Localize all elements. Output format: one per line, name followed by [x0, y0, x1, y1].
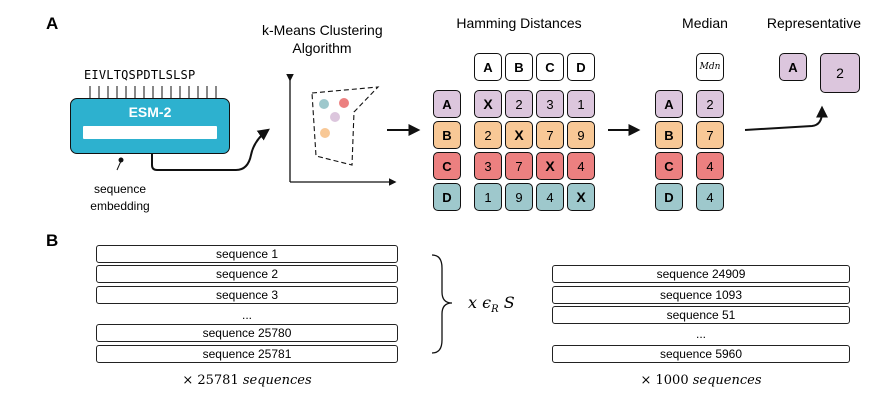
clustering-title-line2: Algorithm	[292, 40, 352, 56]
list-item: sequence 2	[96, 265, 398, 283]
median-value-d: 4	[696, 183, 724, 211]
hamming-cell: 1	[567, 90, 595, 118]
clustering-title: k-Means Clustering Algorithm	[262, 21, 383, 57]
cluster-boundary	[311, 86, 380, 166]
hamming-cell: 4	[567, 152, 595, 180]
hamming-cell: 2	[505, 90, 533, 118]
hamming-cell: 3	[474, 152, 502, 180]
median-row-label-b: B	[655, 121, 683, 149]
hamming-row-label-b: B	[433, 121, 461, 149]
input-sequence: EIVLTQSPDTLSLSP	[84, 68, 196, 82]
hamming-row-label-d: D	[433, 183, 461, 211]
hamming-row-label-a: A	[433, 90, 461, 118]
representative-value: 2	[820, 53, 860, 93]
hamming-cell: 9	[505, 183, 533, 211]
hamming-row-label-c: C	[433, 152, 461, 180]
hamming-cell: 4	[536, 183, 564, 211]
cluster-point-d	[319, 99, 329, 109]
hamming-cell: 2	[474, 121, 502, 149]
sampling-variable: x	[468, 293, 478, 312]
left-count: × 25781 sequences	[96, 373, 398, 388]
hamming-header-c: C	[536, 53, 564, 81]
sampling-brace	[431, 254, 453, 354]
embedding-label-line1: sequence	[93, 182, 147, 196]
esm2-title: ESM-2	[128, 104, 172, 120]
list-item: sequence 1093	[552, 286, 850, 304]
list-item: sequence 25780	[96, 324, 398, 342]
hamming-cell: 9	[567, 121, 595, 149]
esm-to-cluster-arrow	[151, 128, 270, 171]
hamming-cell: X	[536, 152, 564, 180]
token-ticks	[89, 86, 217, 98]
median-row-label-a: A	[655, 90, 683, 118]
embedding-bar	[83, 126, 217, 139]
hamming-cell: 7	[505, 152, 533, 180]
hamming-cell: X	[567, 183, 595, 211]
panel-b-label: B	[46, 231, 59, 250]
hamming-header-b: B	[505, 53, 533, 81]
median-value-b: 7	[696, 121, 724, 149]
hamming-title: Hamming Distances	[456, 15, 582, 31]
embedding-label: sequence embedding	[70, 181, 170, 215]
cluster-point-b	[320, 128, 330, 138]
hamming-cell: 7	[536, 121, 564, 149]
list-item: sequence 1	[96, 245, 398, 263]
embedding-pointer	[116, 160, 122, 171]
representative-title: Representative	[766, 15, 862, 31]
list-item: sequence 25781	[96, 345, 398, 363]
right-ellipsis: ...	[695, 327, 706, 341]
list-item: sequence 51	[552, 306, 850, 324]
representative-label: A	[779, 53, 807, 81]
sampling-operator: ϵ	[482, 293, 492, 312]
hamming-header-a: A	[474, 53, 502, 81]
right-count-number: × 1000	[640, 373, 689, 388]
right-count: × 1000 sequences	[552, 373, 850, 388]
panel-a-label: A	[46, 14, 59, 33]
median-value-c: 4	[696, 152, 724, 180]
list-item: sequence 5960	[552, 345, 850, 363]
sampling-set: S	[503, 293, 515, 312]
hamming-cell: X	[474, 90, 502, 118]
clustering-title-line1: k-Means Clustering	[262, 22, 383, 38]
hamming-cell: 3	[536, 90, 564, 118]
left-count-unit: sequences	[242, 373, 312, 388]
sampling-formula: x ϵR S	[468, 293, 515, 315]
median-header: Mdn	[696, 53, 724, 81]
median-row-label-c: C	[655, 152, 683, 180]
hamming-header-d: D	[567, 53, 595, 81]
median-to-representative-arrow	[744, 105, 828, 131]
left-count-number: × 25781	[182, 373, 239, 388]
cluster-point-a	[330, 112, 340, 122]
median-title: Median	[682, 15, 728, 31]
right-count-unit: sequences	[692, 373, 762, 388]
list-item: sequence 3	[96, 286, 398, 304]
sampling-subscript: R	[491, 304, 499, 316]
cluster-point-c	[339, 98, 349, 108]
hamming-cell: 1	[474, 183, 502, 211]
median-row-label-d: D	[655, 183, 683, 211]
median-value-a: 2	[696, 90, 724, 118]
list-item: sequence 24909	[552, 265, 850, 283]
left-ellipsis: ...	[241, 308, 252, 322]
esm2-model-box: ESM-2	[70, 98, 230, 154]
embedding-label-line2: embedding	[90, 199, 150, 213]
hamming-cell: X	[505, 121, 533, 149]
